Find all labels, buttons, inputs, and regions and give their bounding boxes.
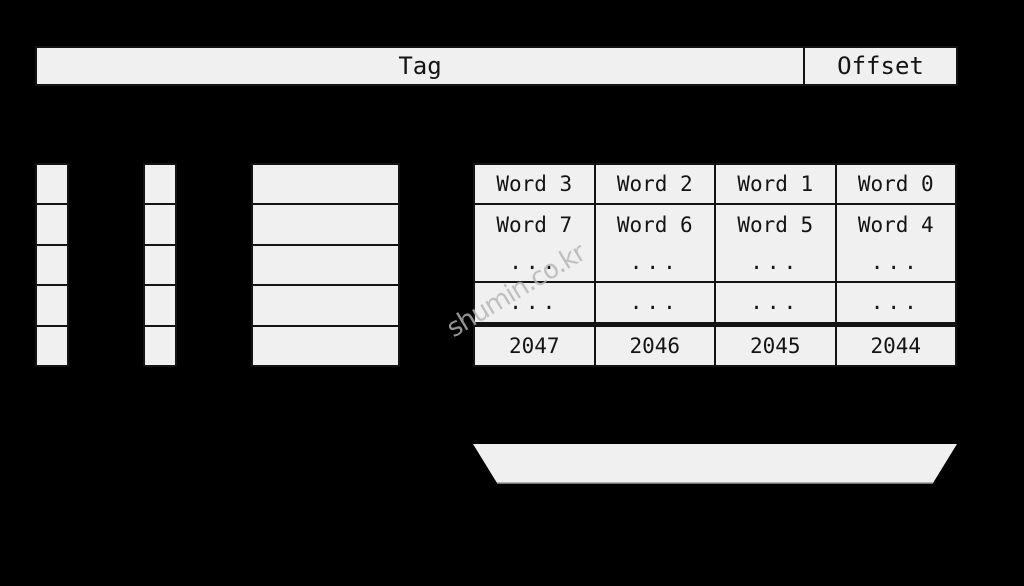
address-field-divider (803, 48, 805, 84)
table-cell: Word 6 (595, 205, 714, 244)
table-cell-ellipsis: ... (475, 242, 594, 282)
table-cell: Word 4 (836, 205, 955, 244)
table-cell: Word 1 (716, 165, 835, 204)
table-cell: Word 2 (595, 165, 714, 204)
column-cell (145, 165, 175, 204)
table-cell-ellipsis: ... (716, 283, 835, 322)
table-cell-ellipsis: ... (475, 283, 594, 322)
column-cell (253, 326, 398, 365)
table-cell: Word 0 (836, 165, 955, 204)
table-cell: Word 3 (475, 165, 594, 204)
table-cell: 2047 (475, 326, 594, 365)
column-cell (37, 326, 67, 365)
mux-trapezoid (473, 444, 957, 484)
column-cell (145, 245, 175, 285)
column-cell (145, 286, 175, 325)
column-cell (145, 326, 175, 365)
address-offset-field: Offset (805, 48, 956, 84)
column-cell (37, 286, 67, 325)
tag-label: Tag (398, 52, 442, 80)
tag-store-column (251, 163, 400, 367)
column-cell (37, 205, 67, 244)
column-cell (37, 245, 67, 285)
column-cell (145, 205, 175, 244)
offset-label: Offset (837, 52, 924, 80)
address-bar: Tag Offset (35, 46, 958, 86)
table-cell: 2045 (716, 326, 835, 365)
table-cell-ellipsis: ... (595, 242, 714, 282)
table-cell-ellipsis: ... (716, 242, 835, 282)
column-cell (253, 165, 398, 204)
bit-column-2 (143, 163, 177, 367)
data-words-table: Word 3 Word 2 Word 1 Word 0 Word 7 Word … (473, 163, 957, 367)
bit-column-1 (35, 163, 69, 367)
column-cell (253, 286, 398, 325)
column-cell (253, 205, 398, 244)
address-tag-field: Tag (37, 48, 803, 84)
column-cell (37, 165, 67, 204)
table-cell: 2044 (836, 326, 955, 365)
table-cell-ellipsis: ... (836, 283, 955, 322)
table-cell: Word 7 (475, 205, 594, 244)
table-cell: 2046 (595, 326, 714, 365)
table-cell-ellipsis: ... (595, 283, 714, 322)
column-cell (253, 245, 398, 285)
table-cell: Word 5 (716, 205, 835, 244)
table-cell-ellipsis: ... (836, 242, 955, 282)
